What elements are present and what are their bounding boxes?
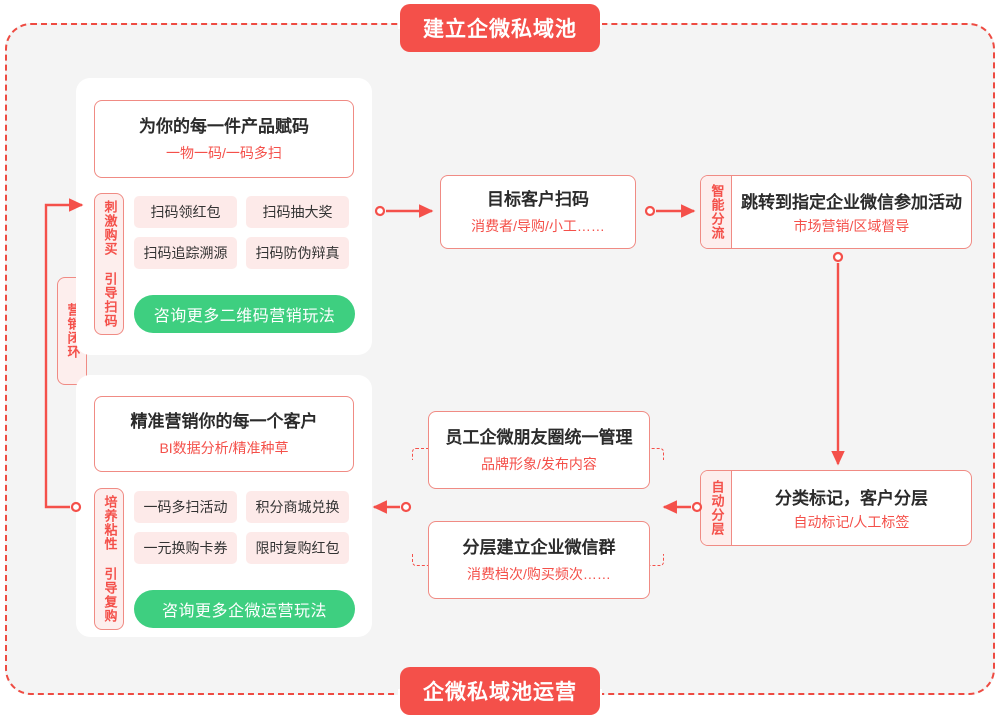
precision-marketing-headline-box: 精准营销你的每一个客户 BI数据分析/精准种草 [94,396,354,472]
banner-top: 建立企微私域池 [400,4,600,52]
scan-feature-chip-group: 扫码领红包 扫码抽大奖 扫码追踪溯源 扫码防伪辩真 [134,196,349,269]
stimulate-purchase-tag: 刺激购买 引导扫码 [94,193,124,335]
classify-customers-subtitle: 自动标记/人工标签 [793,514,910,530]
qrcode-marketing-cta-label: 咨询更多二维码营销玩法 [153,308,336,325]
auto-layering-tag-text: 自动分层 [709,480,725,536]
qrcode-marketing-cta-button[interactable]: 咨询更多二维码营销玩法 [134,295,355,333]
stimulate-purchase-tag-text: 刺激购买 引导扫码 [102,200,118,328]
auto-layering-tag: 自动分层 [701,471,732,545]
target-customer-scan-subtitle: 消费者/导购/小工…… [471,218,605,235]
jump-to-wecom-subtitle: 市场营销/区域督导 [793,218,910,234]
chip[interactable]: 积分商城兑换 [246,491,349,523]
precision-marketing-subtitle: BI数据分析/精准种草 [159,440,289,457]
classify-customers-title: 分类标记，客户分层 [775,489,928,508]
banner-bottom: 企微私域池运营 [400,667,600,715]
tiered-groups-box: 分层建立企业微信群 消费档次/购买频次…… [428,521,650,599]
jump-to-wecom-title: 跳转到指定企业微信参加活动 [741,193,962,212]
wecom-operation-cta-button[interactable]: 咨询更多企微运营玩法 [134,590,355,628]
chip[interactable]: 扫码追踪溯源 [134,237,237,269]
product-code-subtitle: 一物一码/一码多扫 [166,145,282,162]
banner-top-label: 建立企微私域池 [423,18,577,41]
chip[interactable]: 扫码防伪辩真 [246,237,349,269]
wecom-operation-cta-label: 咨询更多企微运营玩法 [161,603,327,620]
precision-marketing-title: 精准营销你的每一个客户 [130,411,318,431]
target-customer-scan-title: 目标客户扫码 [487,189,589,209]
smart-routing-tag-text: 智能分流 [709,184,725,240]
moments-management-title: 员工企微朋友圈统一管理 [445,427,633,447]
product-code-title: 为你的每一件产品赋码 [139,116,309,136]
tiered-groups-subtitle: 消费档次/购买频次…… [467,566,611,583]
chip[interactable]: 一元换购卡券 [134,532,237,564]
chip[interactable]: 扫码抽大奖 [246,196,349,228]
build-stickiness-tag-text: 培养粘性 引导复购 [102,495,118,623]
moments-management-box: 员工企微朋友圈统一管理 品牌形象/发布内容 [428,411,650,489]
chip[interactable]: 限时复购红包 [246,532,349,564]
target-customer-scan-box: 目标客户扫码 消费者/导购/小工…… [440,175,636,249]
repurchase-feature-chip-group: 一码多扫活动 积分商城兑换 一元换购卡券 限时复购红包 [134,491,349,564]
smart-routing-tag: 智能分流 [701,176,732,248]
chip[interactable]: 一码多扫活动 [134,491,237,523]
build-stickiness-tag: 培养粘性 引导复购 [94,488,124,630]
chip[interactable]: 扫码领红包 [134,196,237,228]
product-code-headline-box: 为你的每一件产品赋码 一物一码/一码多扫 [94,100,354,178]
moments-management-subtitle: 品牌形象/发布内容 [481,456,597,473]
tiered-groups-title: 分层建立企业微信群 [462,537,616,557]
bracket-mask-left [406,460,420,554]
bracket-mask-right [655,460,669,554]
jump-to-wecom-box: 智能分流 跳转到指定企业微信参加活动 市场营销/区域督导 [700,175,972,249]
banner-bottom-label: 企微私域池运营 [423,681,577,704]
classify-customers-box: 自动分层 分类标记，客户分层 自动标记/人工标签 [700,470,972,546]
